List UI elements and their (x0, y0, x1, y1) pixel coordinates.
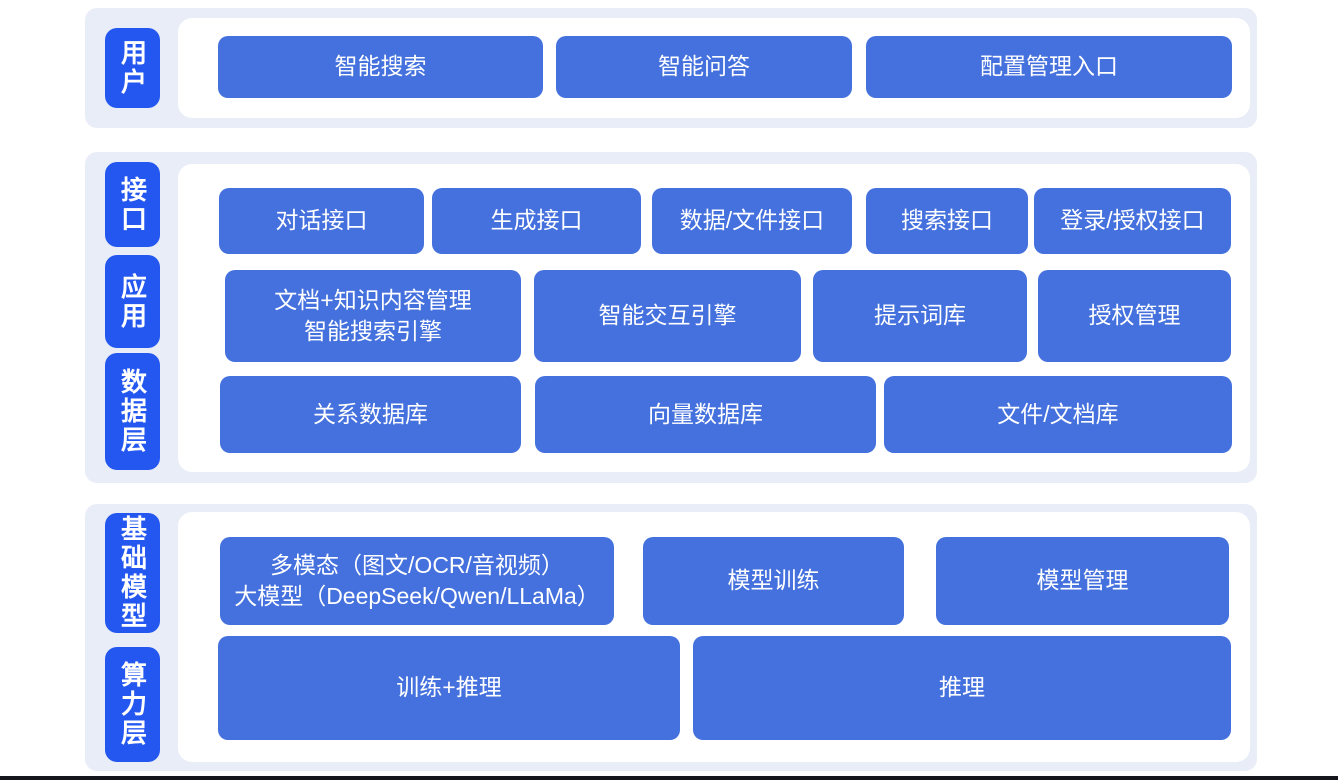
box-search-api: 搜索接口 (866, 188, 1028, 254)
box-login-auth-api: 登录/授权接口 (1034, 188, 1231, 254)
box-smart-qa: 智能问答 (556, 36, 852, 98)
box-data-file-api: 数据/文件接口 (652, 188, 852, 254)
box-inference: 推理 (693, 636, 1231, 740)
box-model-management: 模型管理 (936, 537, 1229, 625)
layer-pill-application: 应用 (105, 255, 160, 348)
layer-pill-user: 用户 (105, 28, 160, 108)
box-generation-api: 生成接口 (432, 188, 641, 254)
layer-pill-compute-layer: 算力层 (105, 647, 160, 762)
box-smart-search: 智能搜索 (218, 36, 543, 98)
layer-pill-foundation-model: 基础模型 (105, 513, 160, 633)
box-relational-db: 关系数据库 (220, 376, 521, 453)
box-smart-interaction-engine: 智能交互引擎 (534, 270, 801, 362)
box-auth-management: 授权管理 (1038, 270, 1231, 362)
box-file-doc-store: 文件/文档库 (884, 376, 1232, 453)
box-model-training: 模型训练 (643, 537, 904, 625)
box-vector-db: 向量数据库 (535, 376, 876, 453)
box-config-management-entry: 配置管理入口 (866, 36, 1232, 98)
box-multimodal-llm: 多模态（图文/OCR/音视频） 大模型（DeepSeek/Qwen/LLaMa） (220, 537, 614, 625)
box-training-plus-inference: 训练+推理 (218, 636, 680, 740)
box-doc-knowledge-search-engine: 文档+知识内容管理 智能搜索引擎 (225, 270, 521, 362)
layer-pill-interface: 接口 (105, 162, 160, 247)
bottom-divider (0, 776, 1338, 780)
layer-pill-data-layer: 数据层 (105, 353, 160, 470)
box-dialog-api: 对话接口 (219, 188, 424, 254)
box-prompt-library: 提示词库 (813, 270, 1027, 362)
